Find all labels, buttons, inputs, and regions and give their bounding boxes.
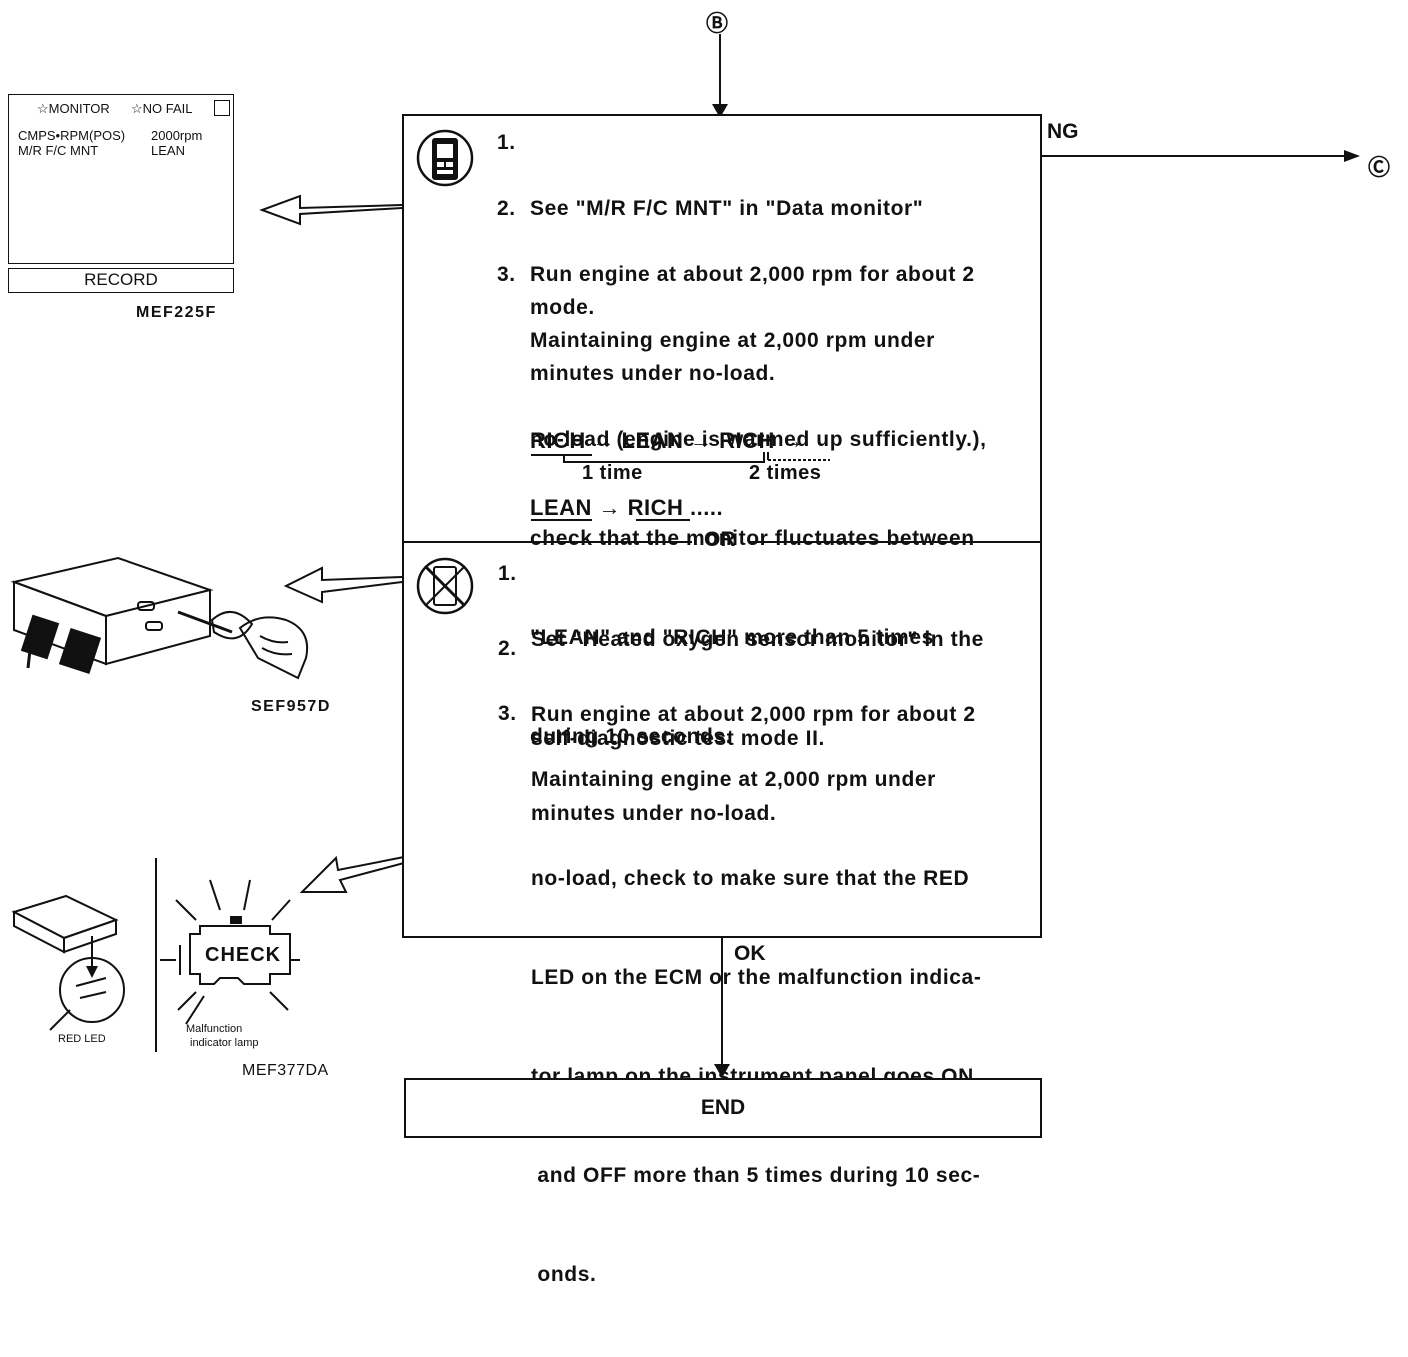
check-lamp-label: CHECK (205, 944, 282, 966)
sequence-line-1: RICH → LEAN → RICH → (530, 428, 804, 453)
ecm-step-2-line: Run engine at about 2,000 rpm for about … (531, 703, 976, 726)
monitor-row1-value: 2000rpm (151, 128, 203, 143)
arrow-to-ecm (283, 566, 403, 604)
sequence-brackets (531, 452, 830, 521)
monitor-header-left: ☆MONITOR (37, 101, 110, 116)
lamp-ecm-side (63, 918, 117, 954)
consult-step-3-line: "LEAN" and "RICH" more than 5 times (530, 626, 934, 649)
ecm-step-1-line: self-diagnostic test mode II. (531, 727, 825, 750)
consult-step-2-line: Run engine at about 2,000 rpm for about … (530, 263, 975, 286)
no-consult-icon (416, 557, 474, 615)
figure-code-monitor: MEF225F (136, 304, 217, 321)
ecm-figure (10, 556, 308, 680)
ng-label: NG (1047, 120, 1079, 143)
connector-c: Ⓒ (1368, 155, 1391, 180)
ecm-step-2-line: minutes under no-load. (531, 802, 777, 825)
figure-code-lamp: MEF377DA (242, 1062, 329, 1079)
end-label: END (700, 1096, 746, 1119)
ecm-step-3-number: 3. (498, 702, 517, 725)
ecm-step-3-line: and OFF more than 5 times during 10 sec- (531, 1164, 981, 1187)
sequence-count-1: 1 time (582, 462, 643, 484)
consult-step-3-number: 3. (497, 263, 516, 286)
sequence-count-2: 2 times (749, 462, 822, 484)
connector-b: Ⓑ (706, 11, 729, 36)
mil-label-line-2: indicator lamp (190, 1037, 259, 1049)
arrow-to-lamp (299, 855, 405, 893)
ecm-step-1-number: 1. (498, 562, 517, 585)
ecm-step-3-line: onds. (531, 1263, 597, 1286)
monitor-screen-figure: ☆MONITOR ☆NO FAIL CMPS•RPM(POS) 2000rpm … (8, 94, 234, 264)
record-button: RECORD (8, 268, 234, 293)
or-divider-left (402, 541, 692, 543)
ecm-step-1-line: Set "Heated oxygen sensor monitor" in th… (531, 628, 984, 651)
record-button-label: RECORD (84, 270, 158, 289)
sequence-line-2: LEAN → RICH ..... (530, 495, 724, 520)
ecm-step-3-line: LED on the ECM or the malfunction indica… (531, 966, 982, 989)
end-box: END (404, 1078, 1042, 1138)
flow-lines (259, 34, 1360, 1078)
consult-step-3-line: no-load (engine is warmed up sufficientl… (530, 428, 987, 451)
monitor-row2-name: M/R F/C MNT (18, 143, 99, 158)
consult-step-3-line: check that the monitor fluctuates betwee… (530, 527, 975, 550)
monitor-row1-name: CMPS•RPM(POS) (18, 128, 126, 143)
consult-step-2-number: 2. (497, 197, 516, 220)
ecm-step-3-line: Maintaining engine at 2,000 rpm under (531, 768, 936, 791)
consult-step-2-line: minutes under no-load. (530, 362, 776, 385)
consult-step-3-line: during 10 seconds. (530, 725, 733, 748)
ecm-step-2-number: 2. (498, 637, 517, 660)
consult-icon (416, 129, 474, 187)
or-divider-right (748, 541, 1042, 543)
engine-lamp-outline (189, 925, 291, 985)
red-led-label: RED LED (58, 1033, 106, 1045)
monitor-header-right: ☆NO FAIL (131, 101, 193, 116)
check-procedure-box (402, 114, 1042, 938)
consult-step-1-line: See "M/R F/C MNT" in "Data monitor" (530, 197, 924, 220)
or-label: OR (704, 528, 736, 551)
arrowhead-ng (1344, 150, 1360, 162)
consult-step-3-line: Maintaining engine at 2,000 rpm under (530, 329, 935, 352)
mil-label-line-1: Malfunction (186, 1023, 243, 1035)
arrowhead-in (712, 104, 728, 118)
ok-label: OK (734, 942, 766, 965)
ecm-step-3-line: no-load, check to make sure that the RED (531, 867, 970, 890)
consult-step-1-line: mode. (530, 296, 595, 319)
ecm-side-face (105, 588, 211, 666)
monitor-row2-value: LEAN (151, 143, 185, 158)
lamp-figure (11, 858, 300, 1052)
arrow-to-monitor (259, 194, 403, 226)
monitor-checkbox-icon (214, 100, 230, 116)
arrowhead-ok (714, 1064, 730, 1078)
figure-code-ecm: SEF957D (251, 698, 331, 715)
consult-step-1-number: 1. (497, 131, 516, 154)
